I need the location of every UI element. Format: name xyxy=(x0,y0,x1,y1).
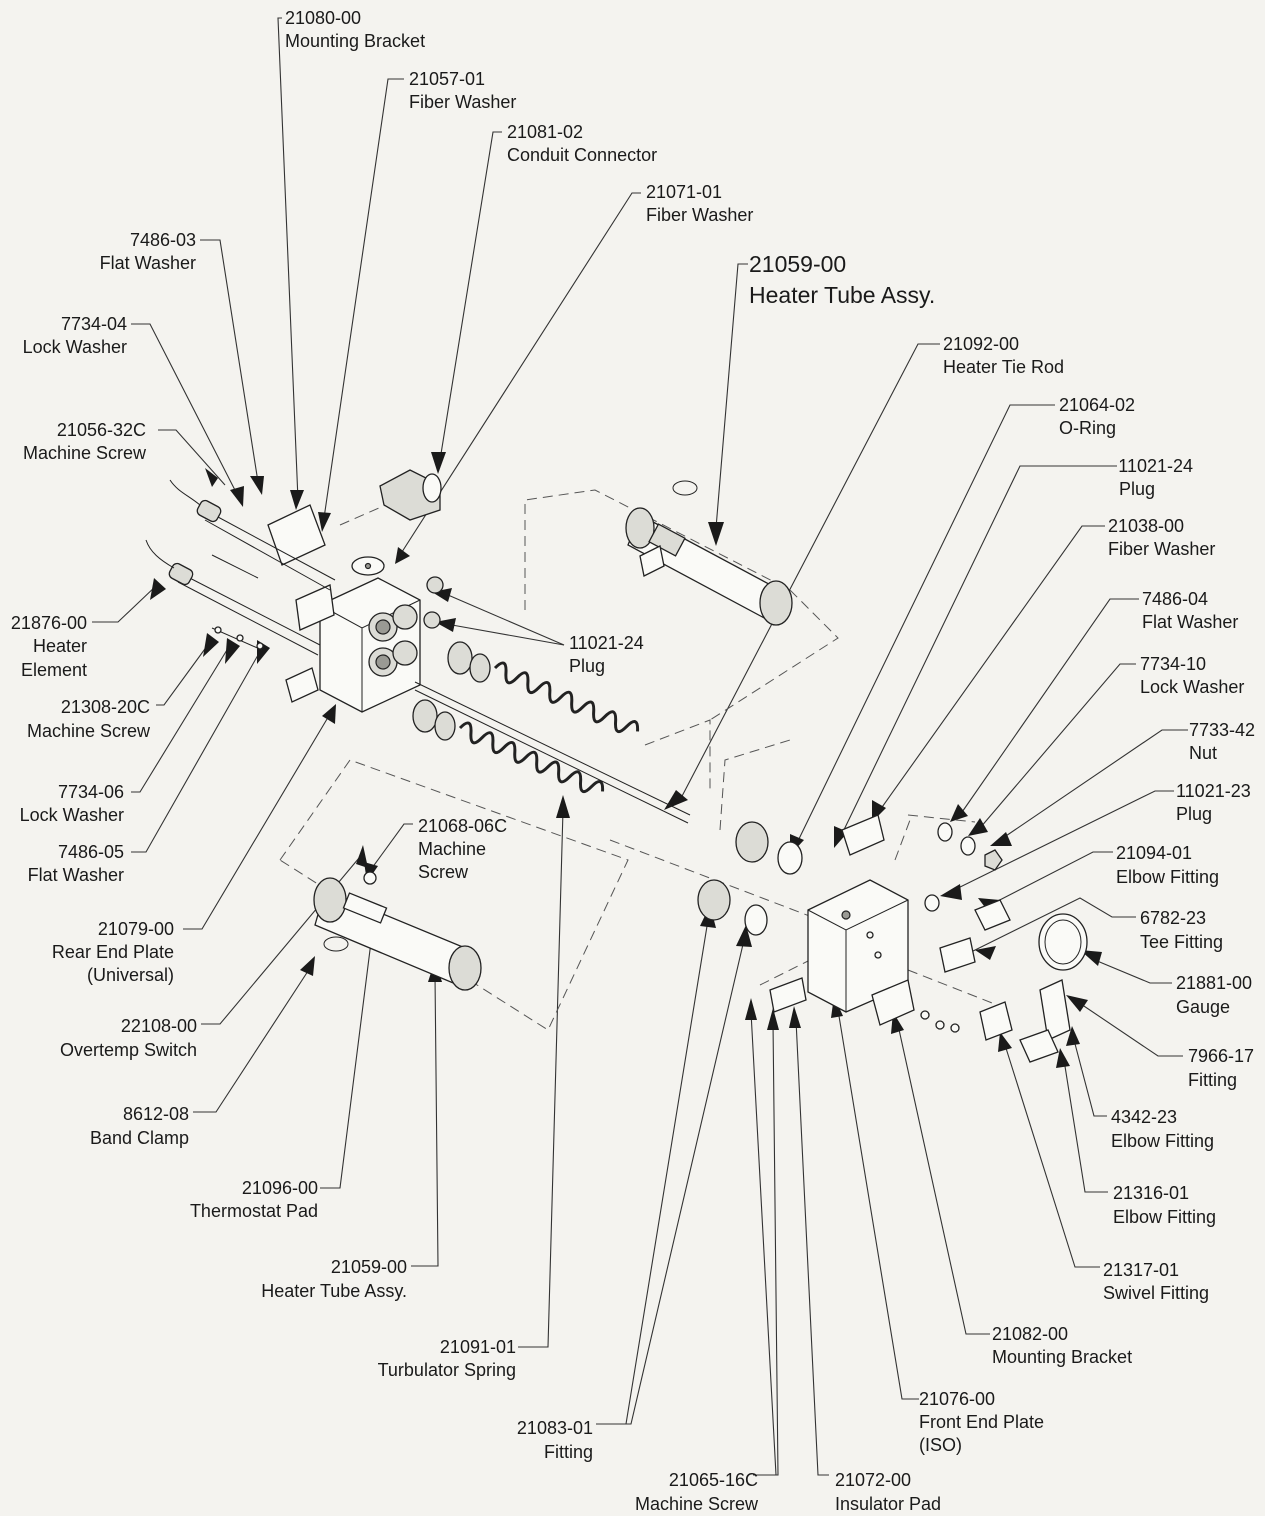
label-11021-23-name: Plug xyxy=(1176,804,1212,824)
label-21881-00-name: Gauge xyxy=(1176,997,1230,1017)
label-21081-02-num: 21081-02 xyxy=(507,122,583,142)
label-7734-06-name: Lock Washer xyxy=(20,805,124,825)
label-7966-17-name: Fitting xyxy=(1188,1070,1237,1090)
label-21071-01-name: Fiber Washer xyxy=(646,205,753,225)
label-7734-10-num: 7734-10 xyxy=(1140,654,1206,674)
label-21317-01-name: Swivel Fitting xyxy=(1103,1283,1209,1303)
label-11021-24-mid-num: 11021-24 xyxy=(569,633,644,653)
label-7966-17-num: 7966-17 xyxy=(1188,1046,1254,1066)
label-4342-23-name: Elbow Fitting xyxy=(1111,1131,1214,1151)
label-6782-23-name: Tee Fitting xyxy=(1140,932,1223,952)
label-7734-04-name: Lock Washer xyxy=(23,337,127,357)
label-21038-00-num: 21038-00 xyxy=(1108,516,1184,536)
label-21071-01-num: 21071-01 xyxy=(646,182,722,202)
label-22108-00-num: 22108-00 xyxy=(121,1016,197,1036)
label-6782-23-num: 6782-23 xyxy=(1140,908,1206,928)
label-21091-01-num: 21091-01 xyxy=(440,1337,516,1357)
label-21317-01-num: 21317-01 xyxy=(1103,1260,1179,1280)
label-7733-42-name: Nut xyxy=(1189,743,1217,763)
label-21096-00-num: 21096-00 xyxy=(242,1178,318,1198)
label-21064-02-name: O-Ring xyxy=(1059,418,1116,438)
heater-tube-upper xyxy=(625,480,793,626)
front-end-plate-assembly xyxy=(697,814,1088,1063)
label-21065-16c-name: Machine Screw xyxy=(635,1494,759,1514)
label-11021-23-num: 11021-23 xyxy=(1176,781,1251,801)
label-21072-00-name: Insulator Pad xyxy=(835,1494,941,1514)
label-7486-04-name: Flat Washer xyxy=(1142,612,1238,632)
label-21079-00-name1: Rear End Plate xyxy=(52,942,174,962)
label-21081-02-name: Conduit Connector xyxy=(507,145,657,165)
label-21064-02-num: 21064-02 xyxy=(1059,395,1135,415)
label-21079-00-name2: (Universal) xyxy=(87,965,174,985)
label-21316-01-num: 21316-01 xyxy=(1113,1183,1189,1203)
label-7733-42-num: 7733-42 xyxy=(1189,720,1255,740)
label-8612-08-name: Band Clamp xyxy=(90,1128,189,1148)
label-21092-00-num: 21092-00 xyxy=(943,334,1019,354)
label-21080-00-name: Mounting Bracket xyxy=(285,31,425,51)
label-7734-04-num: 7734-04 xyxy=(61,314,127,334)
label-21059-00-top-name: Heater Tube Assy. xyxy=(749,282,935,308)
label-21079-00-num: 21079-00 xyxy=(98,919,174,939)
label-21076-00-name2: (ISO) xyxy=(919,1435,962,1455)
label-7486-04-num: 7486-04 xyxy=(1142,589,1208,609)
label-21068-06c-name1: Machine xyxy=(418,839,486,859)
label-21068-06c-num: 21068-06C xyxy=(418,816,507,836)
label-21056-32c-name: Machine Screw xyxy=(23,443,147,463)
label-21308-20c-name: Machine Screw xyxy=(27,721,151,741)
label-21057-01-name: Fiber Washer xyxy=(409,92,516,112)
label-11021-24-right-name: Plug xyxy=(1119,479,1155,499)
label-21059-00-bot-num: 21059-00 xyxy=(331,1257,407,1277)
label-21076-00-num: 21076-00 xyxy=(919,1389,995,1409)
part-labels: 21080-00 Mounting Bracket 21057-01 Fiber… xyxy=(11,8,1255,1514)
turbulator-springs xyxy=(412,641,691,824)
label-7486-05-num: 7486-05 xyxy=(58,842,124,862)
label-21876-00-name1: Heater xyxy=(33,636,87,656)
label-21881-00-num: 21881-00 xyxy=(1176,973,1252,993)
label-21094-01-name: Elbow Fitting xyxy=(1116,867,1219,887)
rear-end-plate-assembly xyxy=(145,469,444,713)
label-4342-23-num: 4342-23 xyxy=(1111,1107,1177,1127)
label-21308-20c-num: 21308-20C xyxy=(61,697,150,717)
heater-tube-lower xyxy=(313,871,482,991)
label-21096-00-name: Thermostat Pad xyxy=(190,1201,318,1221)
label-7486-05-name: Flat Washer xyxy=(28,865,124,885)
label-22108-00-name: Overtemp Switch xyxy=(60,1040,197,1060)
label-21094-01-num: 21094-01 xyxy=(1116,843,1192,863)
label-21876-00-name2: Element xyxy=(21,660,87,680)
label-21083-01-name: Fitting xyxy=(544,1442,593,1462)
label-21083-01-num: 21083-01 xyxy=(517,1418,593,1438)
label-21065-16c-num: 21065-16C xyxy=(669,1470,758,1490)
label-21056-32c-num: 21056-32C xyxy=(57,420,146,440)
label-8612-08-num: 8612-08 xyxy=(123,1104,189,1124)
label-11021-24-right-num: 11021-24 xyxy=(1118,456,1193,476)
label-7734-06-num: 7734-06 xyxy=(58,782,124,802)
label-21082-00-name: Mounting Bracket xyxy=(992,1347,1132,1367)
label-11021-24-mid-name: Plug xyxy=(569,656,605,676)
label-21092-00-name: Heater Tie Rod xyxy=(943,357,1064,377)
leader-lines xyxy=(92,17,1188,1476)
label-7734-10-name: Lock Washer xyxy=(1140,677,1244,697)
label-21038-00-name: Fiber Washer xyxy=(1108,539,1215,559)
label-7486-03-num: 7486-03 xyxy=(130,230,196,250)
label-7486-03-name: Flat Washer xyxy=(100,253,196,273)
label-21091-01-name: Turbulator Spring xyxy=(378,1360,516,1380)
label-21876-00-num: 21876-00 xyxy=(11,613,87,633)
label-21082-00-num: 21082-00 xyxy=(992,1324,1068,1344)
label-21072-00-num: 21072-00 xyxy=(835,1470,911,1490)
label-21059-00-bot-name: Heater Tube Assy. xyxy=(261,1281,407,1301)
label-21076-00-name1: Front End Plate xyxy=(919,1412,1044,1432)
label-21059-00-top-num: 21059-00 xyxy=(749,251,846,277)
label-21316-01-name: Elbow Fitting xyxy=(1113,1207,1216,1227)
label-21080-00-num: 21080-00 xyxy=(285,8,361,28)
label-21057-01-num: 21057-01 xyxy=(409,69,485,89)
label-21068-06c-name2: Screw xyxy=(418,862,469,882)
